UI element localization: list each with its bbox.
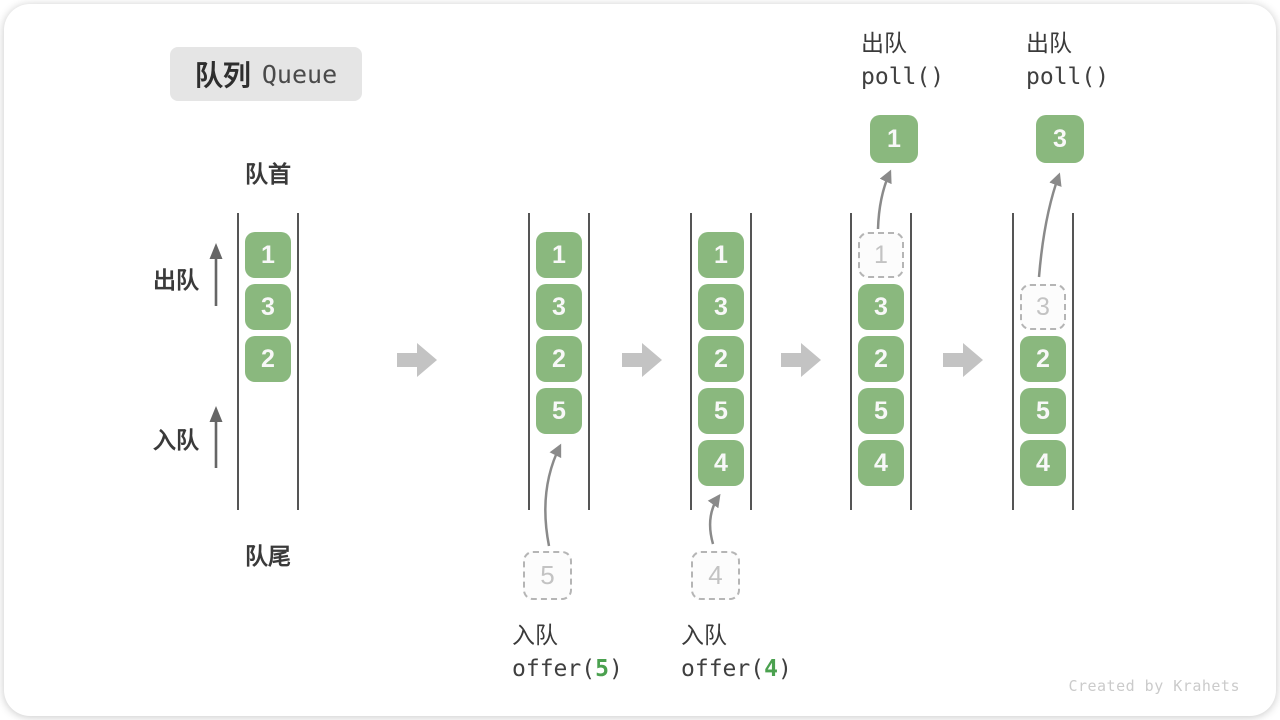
queue-4-slot-3: 2 bbox=[858, 336, 904, 382]
queue-4-slot-1: 1 bbox=[858, 232, 904, 278]
queue-5-slot-2: 3 bbox=[1020, 284, 1066, 330]
queue-2-slot-3: 2 bbox=[536, 336, 582, 382]
label-queue-rear: 队尾 bbox=[245, 543, 291, 569]
queue-3-left-wall bbox=[690, 213, 692, 510]
operation-poll-1-zh: 出队 bbox=[861, 30, 907, 56]
incoming-value-box-5: 5 bbox=[523, 551, 572, 600]
queue-3-slot-4: 5 bbox=[698, 388, 744, 434]
queue-2-left-wall bbox=[528, 213, 530, 510]
queue-1-right-wall bbox=[297, 213, 299, 510]
queue-3-slot-3: 2 bbox=[698, 336, 744, 382]
queue-2-slot-2: 3 bbox=[536, 284, 582, 330]
queue-1-left-wall bbox=[237, 213, 239, 510]
queue-4-left-wall bbox=[850, 213, 852, 510]
queue-5-slot-5: 4 bbox=[1020, 440, 1066, 486]
queue-1-slot-1: 1 bbox=[245, 232, 291, 278]
queue-1-slot-3: 2 bbox=[245, 336, 291, 382]
queue-2-slot-1: 1 bbox=[536, 232, 582, 278]
queue-4-slot-4: 5 bbox=[858, 388, 904, 434]
queue-3-slot-1: 1 bbox=[698, 232, 744, 278]
queue-1-slot-2: 3 bbox=[245, 284, 291, 330]
title-zh: 队列 bbox=[194, 60, 251, 91]
operation-poll-1-code: poll() bbox=[861, 64, 945, 90]
queue-5-right-wall bbox=[1072, 213, 1074, 510]
queue-3-right-wall bbox=[750, 213, 752, 510]
queue-4-slot-2: 3 bbox=[858, 284, 904, 330]
label-dequeue: 出队 bbox=[153, 267, 199, 293]
operation-poll-1: 出队 poll() bbox=[861, 26, 944, 94]
queue-5-slot-3: 2 bbox=[1020, 336, 1066, 382]
operation-offer-5-code: offer(5) bbox=[512, 656, 623, 682]
operation-offer-4: 入队 offer(4) bbox=[681, 618, 792, 686]
label-queue-front: 队首 bbox=[245, 161, 291, 187]
queue-4-slot-5: 4 bbox=[858, 440, 904, 486]
operation-offer-4-zh: 入队 bbox=[681, 622, 727, 648]
operation-offer-5-zh: 入队 bbox=[512, 622, 558, 648]
operation-offer-5: 入队 offer(5) bbox=[512, 618, 623, 686]
queue-4-right-wall bbox=[910, 213, 912, 510]
operation-offer-4-code: offer(4) bbox=[681, 656, 792, 682]
queue-2-slot-4: 5 bbox=[536, 388, 582, 434]
polled-value-box-3: 3 bbox=[1036, 115, 1084, 163]
label-enqueue: 入队 bbox=[153, 427, 199, 453]
queue-2-right-wall bbox=[588, 213, 590, 510]
watermark: Created by Krahets bbox=[1068, 677, 1240, 695]
title-en: Queue bbox=[261, 59, 338, 89]
queue-5-slot-4: 5 bbox=[1020, 388, 1066, 434]
queue-3-slot-5: 4 bbox=[698, 440, 744, 486]
operation-poll-2-zh: 出队 bbox=[1026, 30, 1072, 56]
queue-3-slot-2: 3 bbox=[698, 284, 744, 330]
title-badge: 队列 Queue bbox=[170, 47, 362, 101]
operation-poll-2: 出队 poll() bbox=[1026, 26, 1109, 94]
polled-value-box-1: 1 bbox=[870, 115, 918, 163]
diagram-card bbox=[4, 4, 1276, 716]
queue-5-left-wall bbox=[1012, 213, 1014, 510]
incoming-value-box-4: 4 bbox=[691, 551, 740, 600]
operation-poll-2-code: poll() bbox=[1026, 64, 1110, 90]
